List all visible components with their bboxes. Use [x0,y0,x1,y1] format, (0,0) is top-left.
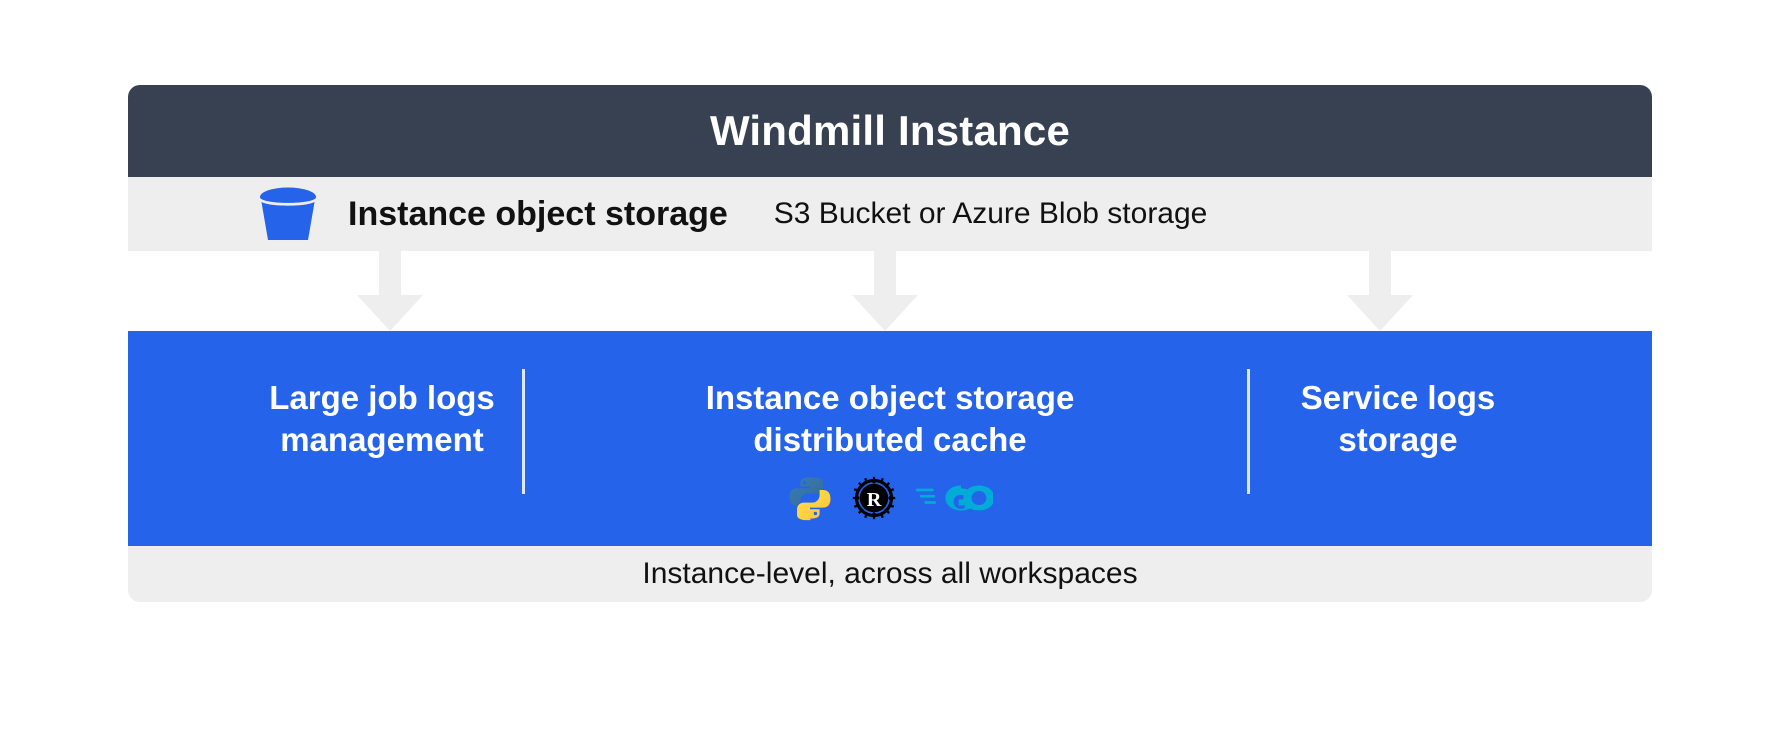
diagram-header: Windmill Instance [128,85,1652,177]
language-logos: R [787,475,993,521]
connector-arrow-right [1347,251,1413,331]
windmill-instance-diagram: Windmill Instance Instance object storag… [128,85,1652,602]
diagram-footer: Instance-level, across all workspaces [128,546,1652,602]
go-logo [915,485,993,511]
capability-large-job-logs: Large job logs management [128,331,636,461]
svg-text:R: R [867,489,882,511]
rust-logo: R [852,476,896,519]
footer-label: Instance-level, across all workspaces [642,557,1138,590]
capabilities-panel: Large job logs management Instance objec… [128,331,1652,546]
instance-object-storage-row: Instance object storage S3 Bucket or Azu… [128,177,1652,251]
storage-row-title: Instance object storage [348,194,728,233]
capability-service-logs: Service logs storage [1144,331,1652,461]
python-logo [789,477,831,520]
connector-band [128,251,1652,331]
capability-label: Large job logs management [269,379,495,458]
capability-label: Instance object storage distributed cach… [705,379,1075,458]
column-divider-2 [1247,369,1250,494]
capability-label: Service logs storage [1300,379,1496,458]
connector-arrow-left [357,251,423,331]
connector-arrow-middle [852,251,918,331]
column-divider-1 [522,369,525,494]
page-title: Windmill Instance [709,107,1071,154]
storage-row-subtitle: S3 Bucket or Azure Blob storage [773,197,1208,230]
capability-distributed-cache: Instance object storage distributed cach… [636,331,1144,521]
bucket-icon [260,187,316,240]
